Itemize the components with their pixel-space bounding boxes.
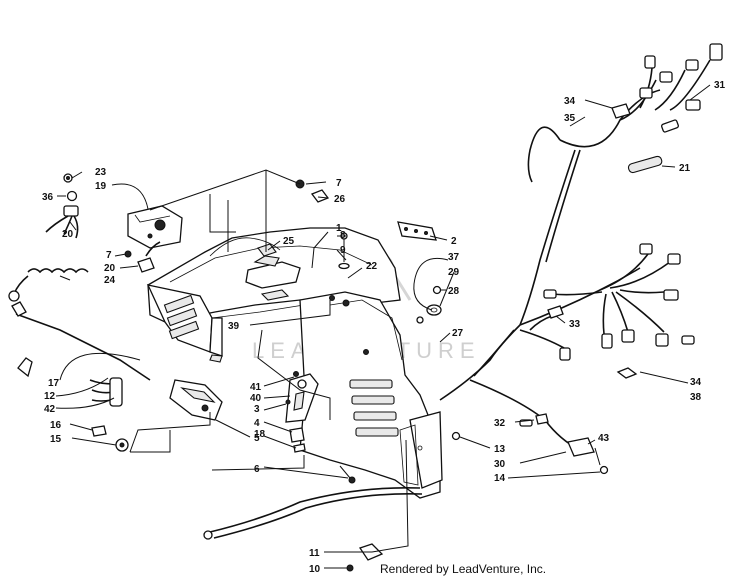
callout-15: 15 [50, 434, 62, 445]
callout-29: 29 [448, 267, 460, 278]
callout-27: 27 [452, 328, 464, 339]
callout-30: 30 [494, 459, 506, 470]
callout-24: 24 [104, 275, 116, 286]
callout-20-lower: 20 [104, 263, 116, 274]
callout-36: 36 [42, 192, 54, 203]
callout-42: 42 [44, 404, 56, 415]
callout-3: 3 [254, 404, 260, 415]
callout-18: 18 [254, 429, 266, 440]
callout-33: 33 [569, 319, 581, 330]
callout-labels: 1 2 3 4 5 6 7 7 8 9 10 11 12 13 14 15 16… [42, 80, 726, 575]
callout-34-lower: 34 [690, 377, 702, 388]
callout-10: 10 [309, 564, 321, 575]
lower-wiring-harness [439, 243, 695, 457]
callout-38: 38 [690, 392, 702, 403]
callout-41: 41 [250, 382, 262, 393]
callout-9: 9 [340, 245, 346, 256]
callout-5: 5 [254, 433, 260, 444]
callout-37: 37 [448, 252, 460, 263]
callout-23: 23 [95, 167, 107, 178]
left-switch-parts [8, 173, 161, 452]
callout-13: 13 [494, 444, 506, 455]
callout-28: 28 [448, 286, 460, 297]
throttle-cable [203, 486, 423, 572]
upper-wiring-harness [519, 43, 723, 326]
callout-17: 17 [48, 378, 60, 389]
callout-21: 21 [679, 163, 691, 174]
callout-12: 12 [44, 391, 56, 402]
callout-6: 6 [254, 464, 260, 475]
callout-2: 2 [451, 236, 457, 247]
callout-7-left: 7 [106, 250, 112, 261]
taillight-housing [169, 379, 223, 421]
callout-16: 16 [50, 420, 62, 431]
callout-4: 4 [254, 418, 260, 429]
callout-25: 25 [283, 236, 295, 247]
callout-11: 11 [309, 548, 320, 559]
callout-32: 32 [494, 418, 506, 429]
callout-35: 35 [564, 113, 576, 124]
callout-14: 14 [494, 473, 506, 484]
callout-34-upper: 34 [564, 96, 576, 107]
callout-7-top: 7 [336, 178, 342, 189]
callout-8: 8 [340, 230, 346, 241]
callout-22: 22 [366, 261, 378, 272]
callout-39: 39 [228, 321, 240, 332]
callout-20-upper: 20 [62, 229, 74, 240]
callout-43: 43 [598, 433, 610, 444]
instrument-subpanel [127, 205, 183, 249]
callout-31: 31 [714, 80, 726, 91]
leader-lines [55, 84, 711, 569]
callout-26: 26 [334, 194, 346, 205]
render-credit: Rendered by LeadVenture, Inc. [380, 562, 547, 576]
console-housing [146, 227, 443, 499]
callout-19: 19 [95, 181, 107, 192]
callout-40: 40 [250, 393, 262, 404]
callout-1: 1 [336, 223, 342, 234]
